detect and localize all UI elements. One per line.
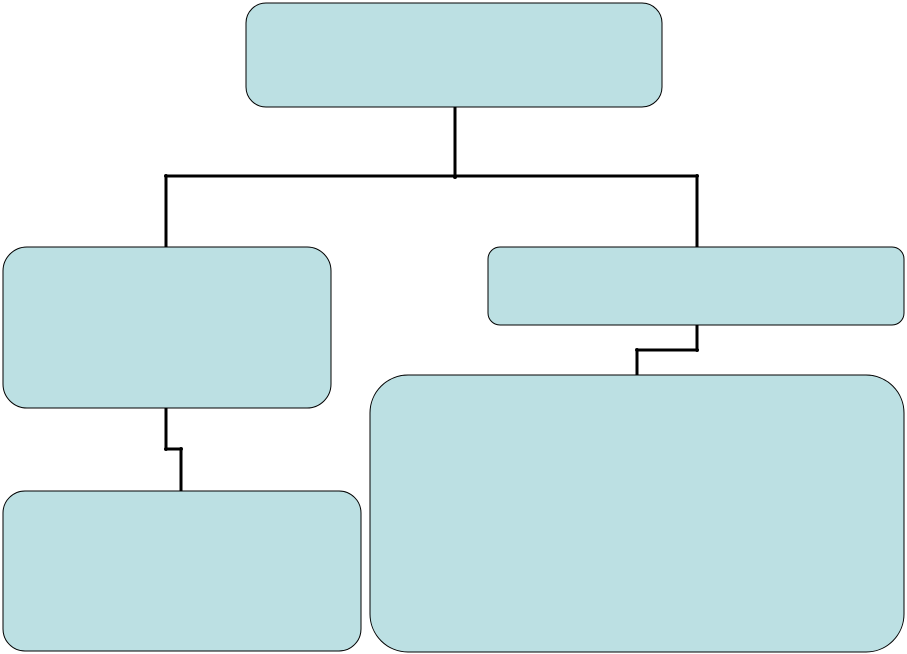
connector-joint xyxy=(179,447,183,451)
node-right-grandchild xyxy=(369,374,905,653)
connector-joint xyxy=(164,174,168,178)
node-right-child xyxy=(487,246,905,326)
connector-joint xyxy=(635,348,639,352)
node-root xyxy=(245,2,663,108)
connector-joint xyxy=(695,348,699,352)
node-box xyxy=(2,490,362,652)
connector-right-child-to-right-grandchild xyxy=(635,325,699,375)
connector-joint xyxy=(164,447,168,451)
connector-left-child-to-left-grandchild xyxy=(164,408,183,491)
node-left-grandchild xyxy=(2,490,362,652)
connector-root-to-right-child xyxy=(455,174,699,247)
node-box xyxy=(487,246,905,326)
node-box xyxy=(369,374,905,653)
connector-joint xyxy=(453,175,457,179)
connector-joint xyxy=(695,174,699,178)
node-box xyxy=(2,246,332,409)
connector-root-to-left-child xyxy=(164,174,455,247)
connectors xyxy=(164,107,699,491)
node-box xyxy=(245,2,663,108)
node-left-child xyxy=(2,246,332,409)
